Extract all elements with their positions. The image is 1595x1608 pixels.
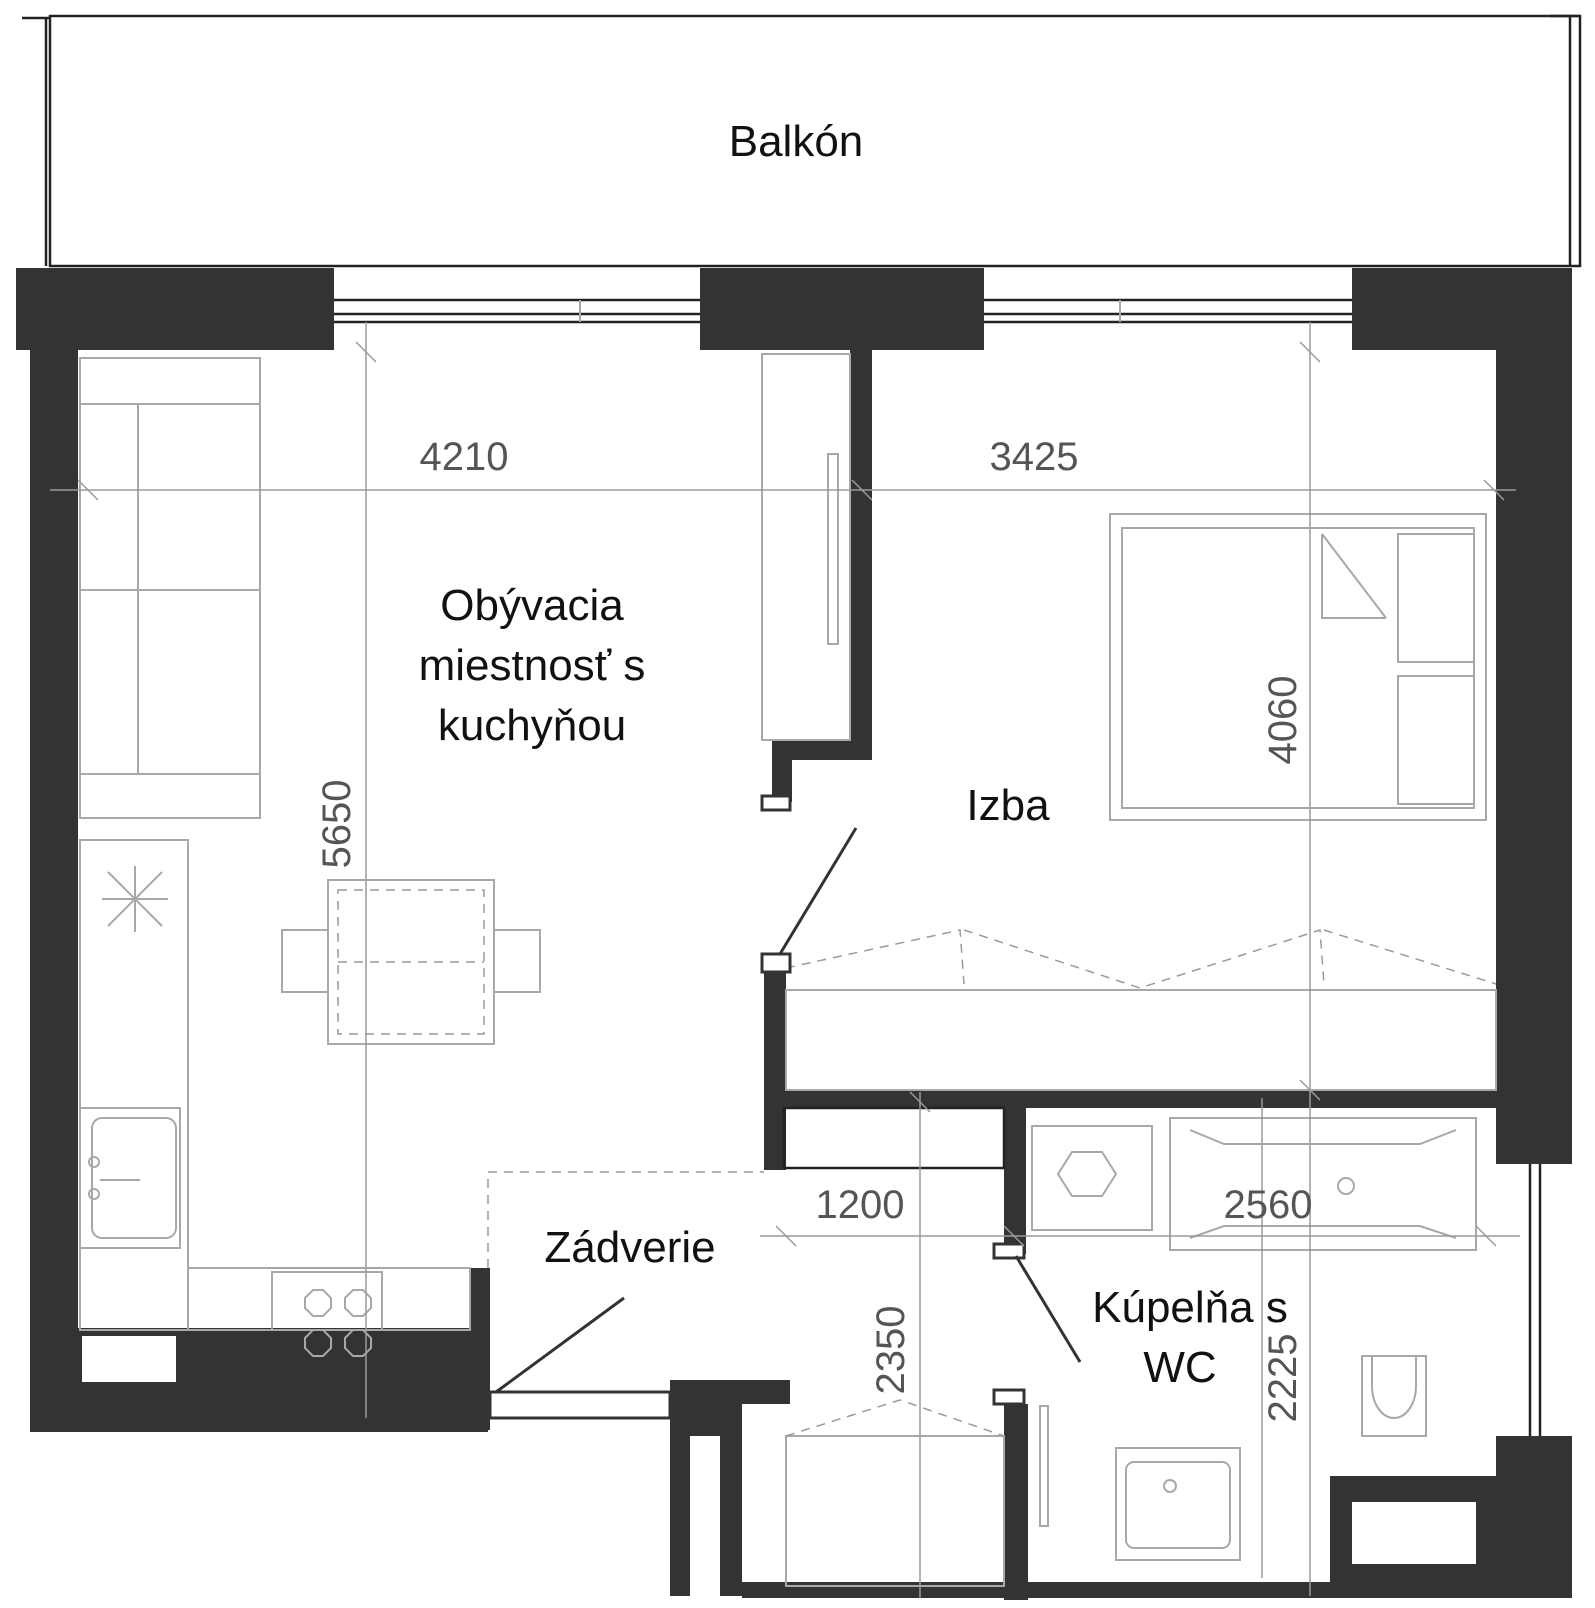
balcony-outline — [22, 14, 1582, 268]
fridge-icon — [102, 866, 168, 932]
bathroom-label-line2: WC — [1143, 1343, 1216, 1392]
window-bedroom — [984, 298, 1352, 324]
dim-bath-depth: 2225 — [1261, 1334, 1305, 1423]
dining-table — [281, 879, 541, 1045]
living-room-label-line1: Obývacia — [440, 581, 624, 630]
balcony-label: Balkón — [729, 117, 864, 166]
dim-hall-depth: 2350 — [869, 1306, 913, 1395]
door-bedroom — [760, 794, 858, 974]
dim-bedroom-depth: 4060 — [1261, 676, 1305, 765]
dim-hall-width: 1200 — [816, 1183, 905, 1227]
wall-cutouts — [82, 1106, 1476, 1596]
dim-bedroom-width: 3425 — [990, 435, 1079, 479]
sofa — [79, 357, 261, 819]
kitchen-counter — [79, 839, 471, 1331]
living-room-label-line2: miestnosť s — [419, 641, 646, 690]
dim-bath-width: 2560 — [1224, 1183, 1313, 1227]
bedroom-label: Izba — [966, 781, 1050, 830]
double-bed — [1109, 513, 1487, 821]
window-bathroom — [1528, 1164, 1542, 1436]
bathroom-label-line1: Kúpelňa s — [1092, 1283, 1288, 1332]
bathroom-fixtures — [1031, 1117, 1477, 1561]
hall-label: Zádverie — [544, 1223, 715, 1272]
door-bathroom — [992, 1242, 1082, 1406]
living-room-label-line3: kuchyňou — [438, 701, 626, 750]
dim-living-width: 4210 — [420, 435, 509, 479]
walls — [16, 268, 1572, 1600]
living-wardrobe — [761, 353, 851, 741]
dimension-lines — [50, 322, 1520, 1598]
door-entrance — [488, 1296, 672, 1420]
window-living — [334, 298, 700, 324]
bedroom-wardrobe — [785, 928, 1497, 1091]
dim-living-depth: 5650 — [315, 780, 359, 869]
hall-furniture — [487, 1171, 1005, 1587]
cooktop-icon — [271, 1271, 383, 1357]
